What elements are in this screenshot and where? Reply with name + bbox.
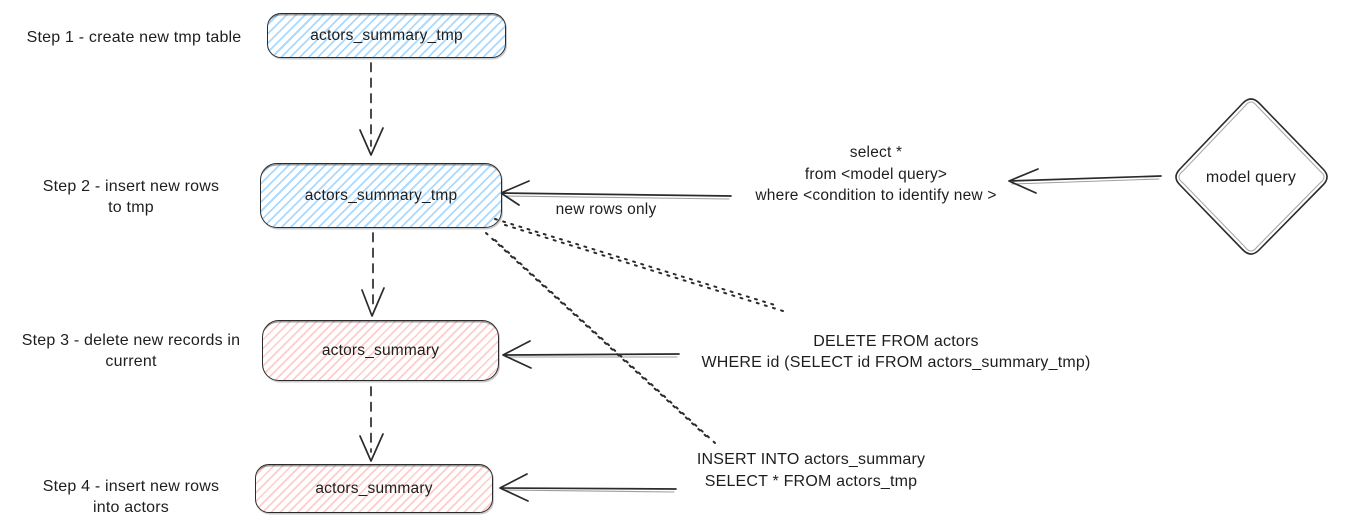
step4-label-line1: Step 4 - insert new rows [42,478,220,495]
step4-label: Step 4 - insert new rows into actors [20,476,242,518]
dotted-line-tmp-to-delete-2 [504,224,784,312]
arrow-insert-to-summary-sketch [502,489,675,493]
arrowhead-step1-to-step2 [359,127,384,156]
box-step1-label: actors_summary_tmp [310,26,463,44]
step3-label-line2: current [105,353,157,370]
new-rows-only-label: new rows only [555,201,657,218]
insert-query-line2: SELECT * FROM actors_tmp [704,473,918,490]
insert-query-text: INSERT INTO actors_summary SELECT * FROM… [680,449,942,493]
arrow-delete-to-summary [502,340,680,369]
box-step2-actors-summary-tmp: actors_summary_tmp [260,163,502,228]
select-query-line2: from <model query> [804,165,948,183]
step4-label-line2: into actors [92,499,169,516]
box-step4-actors-summary: actors_summary [255,464,493,513]
select-query-line3: where <condition to identify new > [755,187,997,204]
delete-query-line2: WHERE id (SELECT id FROM actors_summary_… [701,354,1091,371]
box-step1-actors-summary-tmp: actors_summary_tmp [267,13,506,58]
box-step3-label: actors_summary [321,341,440,359]
delete-query-line1: DELETE FROM actors [813,333,979,350]
arrowhead-step3-to-step4 [359,433,384,462]
arrow-select-to-tmp-sketch [504,195,730,200]
step2-label-line2: to tmp [108,199,154,216]
box-step3-actors-summary: actors_summary [262,320,499,381]
select-query-line1: select * [849,144,903,161]
box-step2-label: actors_summary_tmp [304,186,458,204]
box-step4-label: actors_summary [315,479,433,497]
step3-label-line1: Step 3 - delete new records in [21,332,241,349]
dotted-line-tmp-to-insert-2 [494,239,716,444]
model-query-diamond-sketch [1178,101,1325,252]
step2-label-line1: Step 2 - insert new rows [42,178,220,195]
step3-label: Step 3 - delete new records in current [2,330,260,372]
arrow-model-to-select [1008,168,1162,194]
dotted-line-tmp-to-delete-1 [494,218,779,307]
dotted-line-tmp-to-insert-1 [485,232,708,438]
delete-query-text: DELETE FROM actors WHERE id (SELECT id F… [676,331,1116,373]
arrowhead-step2-to-step3 [361,287,385,317]
insert-query-line1: INSERT INTO actors_summary [696,451,926,468]
arrow-model-to-select-sketch [1011,178,1160,185]
step1-label: Step 1 - create new tmp table [6,27,262,48]
arrow-insert-to-summary [499,473,677,502]
step1-label-line1: Step 1 - create new tmp table [26,29,242,46]
model-query-diamond [1175,98,1328,255]
select-query-text: select * from <model query> where <condi… [723,142,1029,207]
step2-label: Step 2 - insert new rows to tmp [24,176,238,218]
model-query-label: model query [1205,169,1297,186]
